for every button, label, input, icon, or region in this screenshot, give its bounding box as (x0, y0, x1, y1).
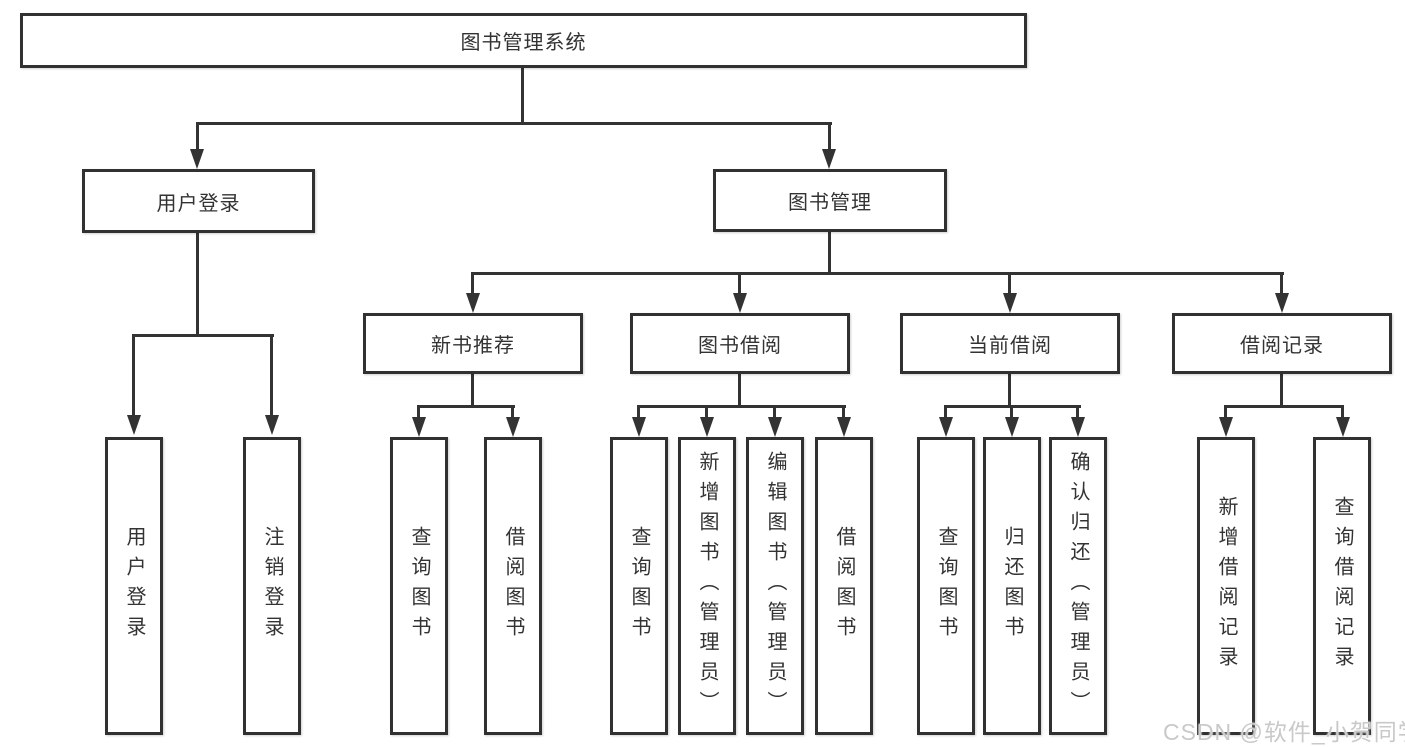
connector-line (637, 405, 640, 418)
connector-line (1341, 405, 1344, 418)
arrow-down-icon (632, 417, 646, 437)
arrow-down-icon (768, 417, 782, 437)
leaf-user-login: 用户登录 (105, 437, 163, 735)
connector-line (637, 405, 846, 408)
connector-line (132, 334, 135, 417)
connector-line (944, 405, 947, 418)
leaf-return-books: 归还图书 (983, 437, 1041, 735)
connector-line (738, 374, 741, 408)
arrow-down-icon (1219, 417, 1233, 437)
connector-line (1280, 374, 1283, 408)
csdn-watermark: CSDN @软件_小贺同学 (1163, 719, 1405, 745)
connector-line (471, 272, 1284, 275)
arrow-down-icon (466, 293, 480, 313)
node-label: 新书推荐 (431, 335, 515, 357)
node-new-book-recommendation: 新书推荐 (363, 313, 583, 374)
connector-line (521, 68, 524, 125)
leaf-edit-books-admin: 编辑图书（管理员） (746, 437, 804, 735)
connector-line (828, 122, 831, 151)
leaf-label: 注销登录 (261, 526, 283, 646)
leaf-label: 确认归还（管理员） (1067, 451, 1089, 721)
connector-line (705, 405, 708, 418)
node-book-management: 图书管理 (713, 169, 947, 232)
arrow-down-icon (1336, 417, 1350, 437)
node-current-borrowing: 当前借阅 (900, 313, 1120, 374)
arrow-down-icon (700, 417, 714, 437)
leaf-query-books: 查询图书 (917, 437, 975, 735)
leaf-query-borrow-records: 查询借阅记录 (1313, 437, 1371, 735)
leaf-confirm-return-admin: 确认归还（管理员） (1049, 437, 1107, 735)
node-label: 当前借阅 (968, 335, 1052, 357)
leaf-label: 查询图书 (935, 526, 957, 646)
connector-line (738, 272, 741, 295)
leaf-label: 新增图书（管理员） (696, 451, 718, 721)
arrow-down-icon (822, 149, 836, 169)
node-borrowing-records: 借阅记录 (1172, 313, 1392, 374)
connector-line (417, 405, 420, 418)
leaf-borrow-books: 借阅图书 (484, 437, 542, 735)
connector-line (417, 405, 515, 408)
connector-line (132, 334, 274, 337)
connector-line (1076, 405, 1079, 418)
connector-line (511, 405, 514, 418)
arrow-down-icon (1071, 417, 1085, 437)
arrow-down-icon (412, 417, 426, 437)
leaf-add-books-admin: 新增图书（管理员） (678, 437, 736, 735)
leaf-query-books: 查询图书 (390, 437, 448, 735)
leaf-label: 查询图书 (408, 526, 430, 646)
leaf-label: 用户登录 (123, 526, 145, 646)
connector-line (471, 272, 474, 295)
connector-line (1224, 405, 1227, 418)
node-label: 图书借阅 (698, 335, 782, 357)
connector-line (1008, 272, 1011, 295)
node-label: 借阅记录 (1240, 335, 1324, 357)
arrow-down-icon (127, 415, 141, 435)
connector-line (196, 233, 199, 337)
arrow-down-icon (733, 293, 747, 313)
node-user-login: 用户登录 (82, 169, 315, 233)
node-label: 用户登录 (156, 192, 241, 215)
leaf-label: 编辑图书（管理员） (764, 451, 786, 721)
leaf-query-books: 查询图书 (610, 437, 668, 735)
arrow-down-icon (265, 415, 279, 435)
leaf-logout: 注销登录 (243, 437, 301, 735)
leaf-label: 新增借阅记录 (1215, 496, 1237, 676)
connector-line (828, 232, 831, 275)
arrow-down-icon (190, 149, 204, 169)
leaf-label: 查询借阅记录 (1331, 496, 1353, 676)
arrow-down-icon (1005, 417, 1019, 437)
leaf-add-borrow-record: 新增借阅记录 (1197, 437, 1255, 735)
connector-line (842, 405, 845, 418)
connector-line (196, 122, 832, 125)
arrow-down-icon (1003, 293, 1017, 313)
arrow-down-icon (939, 417, 953, 437)
leaf-label: 查询图书 (628, 526, 650, 646)
connector-line (1010, 405, 1013, 418)
arrow-down-icon (837, 417, 851, 437)
arrow-down-icon (506, 417, 520, 437)
connector-line (773, 405, 776, 418)
connector-line (1224, 405, 1344, 408)
node-label: 图书管理系统 (460, 32, 587, 54)
leaf-label: 借阅图书 (833, 526, 855, 646)
leaf-borrow-books: 借阅图书 (815, 437, 873, 735)
leaf-label: 借阅图书 (502, 526, 524, 646)
connector-line (471, 374, 474, 408)
connector-line (1280, 272, 1283, 295)
node-label: 图书管理 (788, 192, 872, 214)
connector-line (196, 122, 199, 151)
arrow-down-icon (1275, 293, 1289, 313)
node-library-management-system: 图书管理系统 (20, 13, 1027, 68)
connector-line (270, 334, 273, 417)
leaf-label: 归还图书 (1001, 526, 1023, 646)
node-book-borrowing: 图书借阅 (630, 313, 850, 374)
connector-line (1008, 374, 1011, 408)
